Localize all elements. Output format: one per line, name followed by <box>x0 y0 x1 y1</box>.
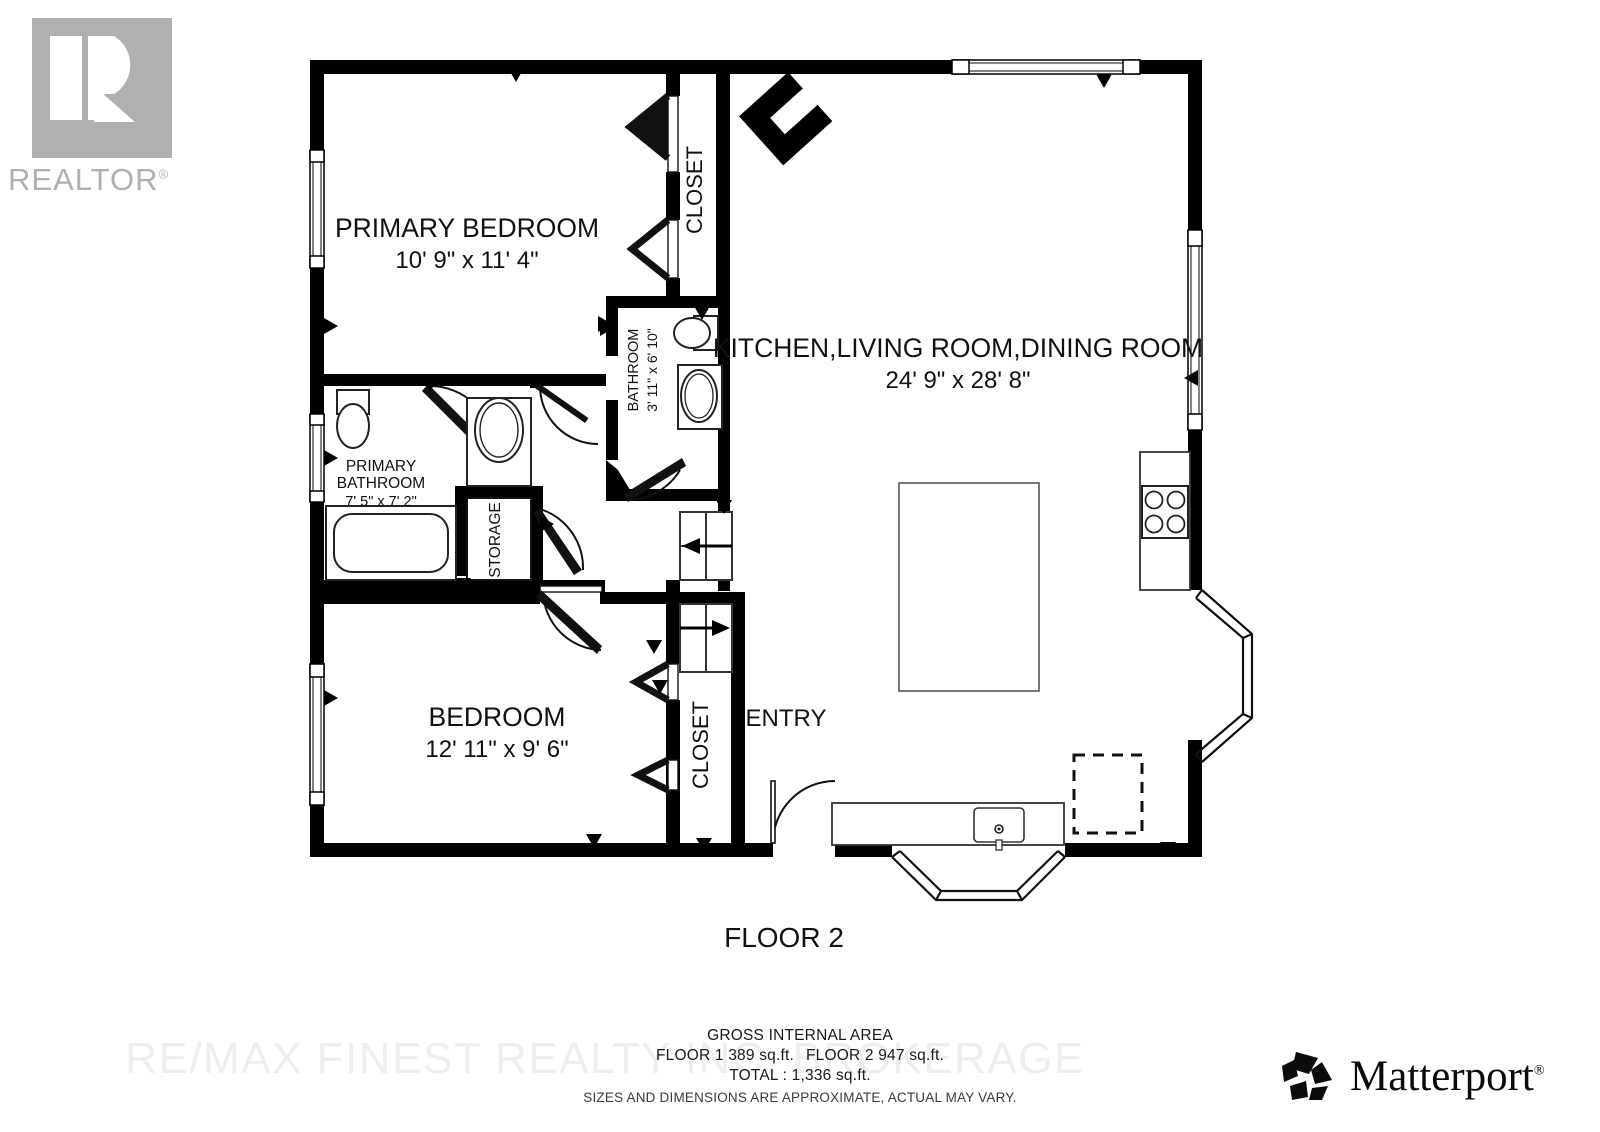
room-labels: PRIMARY BEDROOM 10' 9" x 11' 4" BEDROOM … <box>335 146 1203 953</box>
bay-window-east <box>1195 589 1254 763</box>
room-label-closet-bedroom: CLOSET <box>688 701 713 789</box>
wood-stove <box>739 72 833 166</box>
matterport-pinwheel-icon <box>1282 1052 1332 1100</box>
kitchen-counter-east <box>1139 451 1191 591</box>
exterior-walls <box>310 60 1202 857</box>
realtor-logo: REALTOR® <box>8 10 188 200</box>
room-label-great-room: KITCHEN,LIVING ROOM,DINING ROOM <box>713 333 1203 363</box>
room-dimensions-great-room: 24' 9" x 28' 8" <box>886 367 1031 394</box>
realtor-r-icon <box>32 18 172 158</box>
floor-label: FLOOR 2 <box>724 922 844 953</box>
sink-bathroom <box>677 364 723 430</box>
window-primary-bathroom <box>309 413 325 503</box>
room-label-bedroom: BEDROOM <box>429 702 566 732</box>
window-great-room-north <box>951 59 1141 75</box>
room-label-primary-bathroom-line2: BATHROOM <box>337 475 425 492</box>
room-label-primary-bedroom: PRIMARY BEDROOM <box>335 213 599 243</box>
area-floor2: FLOOR 2 947 sq.ft. <box>806 1046 944 1064</box>
door-entry <box>770 780 836 857</box>
toilet-bathroom <box>673 315 719 351</box>
area-total: TOTAL : 1,336 sq.ft. <box>729 1066 871 1084</box>
room-dimensions-primary-bedroom: 10' 9" x 11' 4" <box>395 247 538 274</box>
matterport-logo: Matterport® <box>1278 1046 1545 1106</box>
room-label-closet-primary: CLOSET <box>682 146 707 234</box>
area-disclaimer: SIZES AND DIMENSIONS ARE APPROXIMATE, AC… <box>583 1090 1017 1106</box>
door-bedroom <box>536 585 603 654</box>
room-dimensions-bedroom: 12' 11" x 9' 6" <box>425 736 568 763</box>
kitchen-counter-south <box>831 802 1065 851</box>
bathtub-primary-bathroom <box>325 505 457 581</box>
doors <box>422 382 836 857</box>
window-primary-bedroom <box>309 149 325 269</box>
bifold-closet-doors-bedroom <box>628 660 679 794</box>
toilet-primary-bathroom <box>336 389 370 449</box>
direction-markers <box>324 68 1198 856</box>
area-floor-breakdown: FLOOR 1 389 sq.ft. FLOOR 2 947 sq.ft. <box>0 1046 1600 1066</box>
room-label-bathroom: BATHROOM <box>626 329 642 412</box>
living-room-area-outline <box>898 482 1040 692</box>
stairs-lower <box>679 603 733 673</box>
room-label-primary-bathroom-line1: PRIMARY <box>346 458 416 475</box>
door-bathroom <box>623 458 686 502</box>
area-heading: GROSS INTERNAL AREA <box>707 1027 893 1044</box>
gross-internal-area-block: GROSS INTERNAL AREA FLOOR 1 389 sq.ft.FL… <box>0 1026 1600 1107</box>
realtor-wordmark: REALTOR® <box>8 162 170 197</box>
area-floor1: FLOOR 1 389 sq.ft. <box>656 1046 794 1064</box>
storage-closet <box>466 497 532 581</box>
stairs-upper <box>679 511 733 581</box>
sink-primary-bathroom <box>466 397 532 487</box>
room-label-entry: ENTRY <box>746 705 827 732</box>
door-primary-bedroom <box>534 382 599 445</box>
windows <box>309 59 1203 806</box>
window-bedroom <box>309 663 325 806</box>
matterport-wordmark: Matterport® <box>1350 1052 1545 1100</box>
window-great-room-east <box>1187 229 1203 431</box>
room-label-storage: STORAGE <box>487 502 504 578</box>
dashed-feature-outline <box>1072 753 1144 835</box>
bay-window-south <box>891 850 1066 902</box>
room-dimensions-primary-bathroom: 7' 5" x 7' 2" <box>345 494 416 510</box>
bifold-closet-doors-primary <box>624 93 679 281</box>
room-dimensions-bathroom: 3' 11" x 6' 10" <box>644 328 660 412</box>
